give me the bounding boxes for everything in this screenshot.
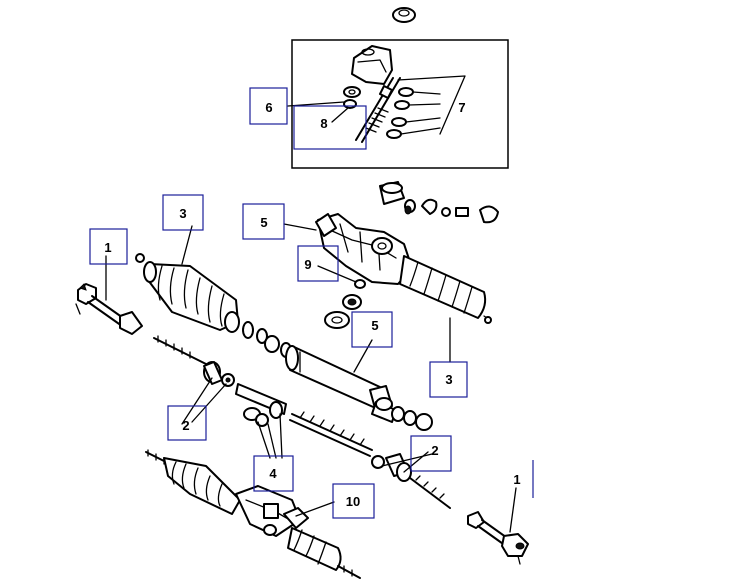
callout-6: 6	[249, 87, 288, 125]
callout-2-right: 2	[410, 435, 452, 472]
inset-panel	[291, 7, 509, 169]
svg-text:8: 8	[320, 116, 327, 131]
svg-text:1: 1	[513, 472, 520, 487]
inner-tie-rod-right	[385, 453, 451, 509]
callout-1-right: 1	[513, 460, 534, 498]
svg-text:3: 3	[179, 206, 186, 221]
inner-tie-rod-left	[153, 335, 235, 387]
rack-tube-and-boot	[135, 253, 433, 431]
callout-8: 8	[293, 105, 367, 150]
tie-rod-end-right	[467, 511, 529, 565]
callout-2-left: 2	[167, 405, 207, 441]
tie-rod-end-left	[75, 283, 143, 335]
callout-9: 9	[297, 245, 339, 282]
callout-3-left: 3	[162, 194, 204, 231]
svg-text:2: 2	[182, 418, 189, 433]
svg-text:3: 3	[445, 372, 452, 387]
svg-text:6: 6	[265, 100, 272, 115]
callout-5-mid: 5	[351, 311, 393, 348]
svg-text:5: 5	[371, 318, 378, 333]
svg-text:9: 9	[304, 257, 311, 272]
callout-4: 4	[253, 455, 294, 492]
svg-text:1: 1	[104, 240, 111, 255]
rack-bar	[235, 383, 385, 469]
svg-text:2: 2	[431, 443, 438, 458]
assembled-rack	[145, 449, 361, 579]
svg-text:5: 5	[260, 215, 267, 230]
svg-text:4: 4	[269, 466, 277, 481]
callout-7: 7	[458, 100, 465, 115]
valve-housing	[315, 181, 499, 329]
callout-5-top: 5	[242, 203, 285, 240]
callout-3-right: 3	[429, 361, 468, 398]
leader-lines	[105, 101, 517, 533]
callout-10: 10	[332, 483, 375, 519]
svg-text:10: 10	[346, 494, 360, 509]
callout-1-left: 1	[89, 228, 128, 265]
